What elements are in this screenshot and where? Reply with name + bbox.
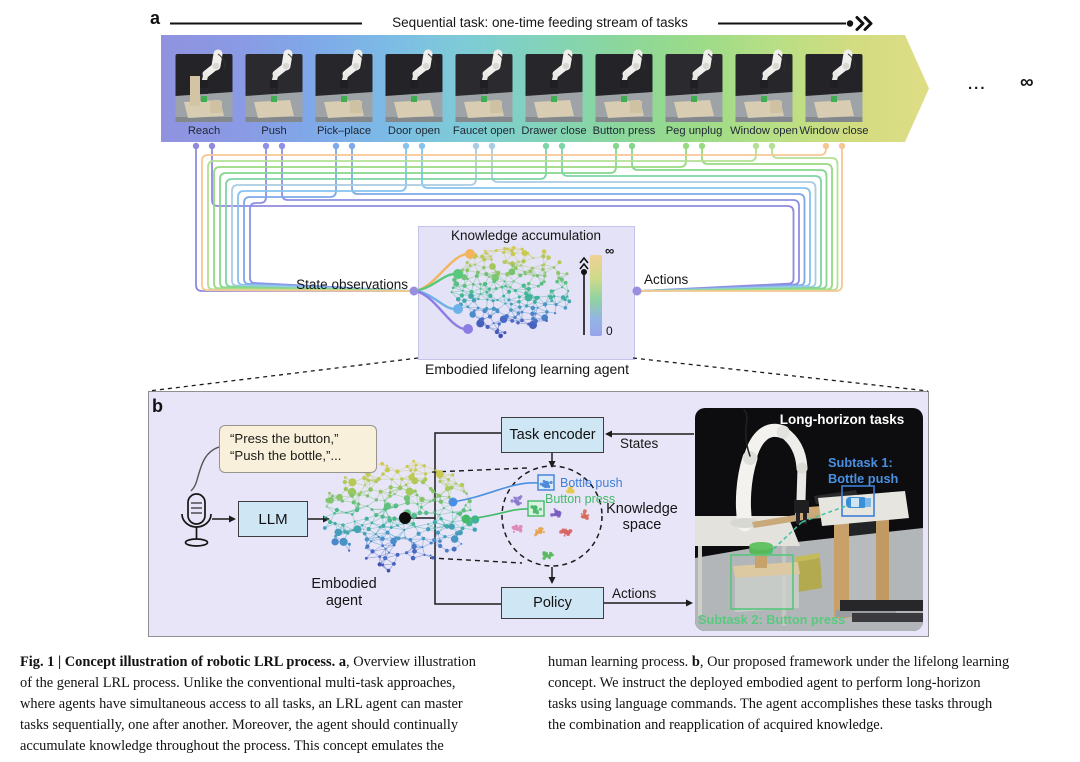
stream-title: Sequential task: one-time feeding stream… xyxy=(392,15,688,30)
bottle-push-outline xyxy=(841,485,875,517)
photo-title: Long-horizon tasks xyxy=(779,412,905,427)
panel-a-label: a xyxy=(150,8,161,28)
agent-caption: Embodied lifelong learning agent xyxy=(425,361,629,377)
brain-panel-b xyxy=(322,459,480,573)
subtask2-label: Subtask 2: Button press xyxy=(698,612,846,627)
actions-dot xyxy=(632,286,642,296)
task-connectors xyxy=(192,142,846,292)
task-encoder-box: Task encoder xyxy=(501,417,604,453)
llm-box: LLM xyxy=(238,501,308,537)
speech-bubble: “Press the button,” “Push the bottle,”..… xyxy=(219,425,377,473)
state-action-curves xyxy=(413,249,475,334)
zoom-origin-dot xyxy=(399,512,411,524)
microphone-icon xyxy=(181,493,212,547)
panel-link-dashes xyxy=(148,357,929,392)
long-horizon-photo xyxy=(695,408,923,631)
knowledge-clusters xyxy=(510,474,590,560)
knowledge-accumulation-title: Knowledge accumulation xyxy=(450,228,602,243)
robot-arm xyxy=(735,409,808,532)
actions-label-b: Actions xyxy=(612,586,657,601)
subtask1-line2: Bottle push xyxy=(828,471,899,486)
state-observations-dot xyxy=(409,286,419,296)
task-photos xyxy=(175,49,863,122)
button-press-label: Button press xyxy=(545,492,616,506)
panel-b-graphics xyxy=(181,430,694,607)
caption-left: Fig. 1 | Concept illustration of robotic… xyxy=(20,654,476,754)
stream-infinity: ∞ xyxy=(1020,72,1034,93)
speech-line-2: “Push the bottle,”... xyxy=(230,448,342,463)
embodied-agent-line1: Embodied xyxy=(311,576,377,592)
knowledge-space-line1: Knowledge xyxy=(606,501,678,517)
knowledge-colorbar xyxy=(579,255,602,336)
colorbar-min: 0 xyxy=(606,324,613,338)
bottle-push-label: Bottle push xyxy=(560,476,623,490)
speech-line-1: “Press the button,” xyxy=(230,431,339,446)
state-observations-label: State observations xyxy=(296,277,408,292)
panel-b-label: b xyxy=(152,396,163,416)
subtask1-line1: Subtask 1: xyxy=(828,455,893,470)
policy-box: Policy xyxy=(501,587,604,619)
button-press-outline xyxy=(730,554,794,610)
stream-arrow-line xyxy=(170,16,873,31)
states-label: States xyxy=(620,436,659,451)
knowledge-space-line2: space xyxy=(622,517,662,533)
caption-right: human learning process. b, Our proposed … xyxy=(548,654,1010,733)
embodied-agent-line2: agent xyxy=(325,593,363,609)
stream-ellipsis: ... xyxy=(968,76,987,93)
knowledge-space-circle xyxy=(501,465,603,567)
actions-label-a: Actions xyxy=(644,272,689,287)
brain-b-accents xyxy=(399,482,539,524)
colorbar-max: ∞ xyxy=(605,243,615,258)
